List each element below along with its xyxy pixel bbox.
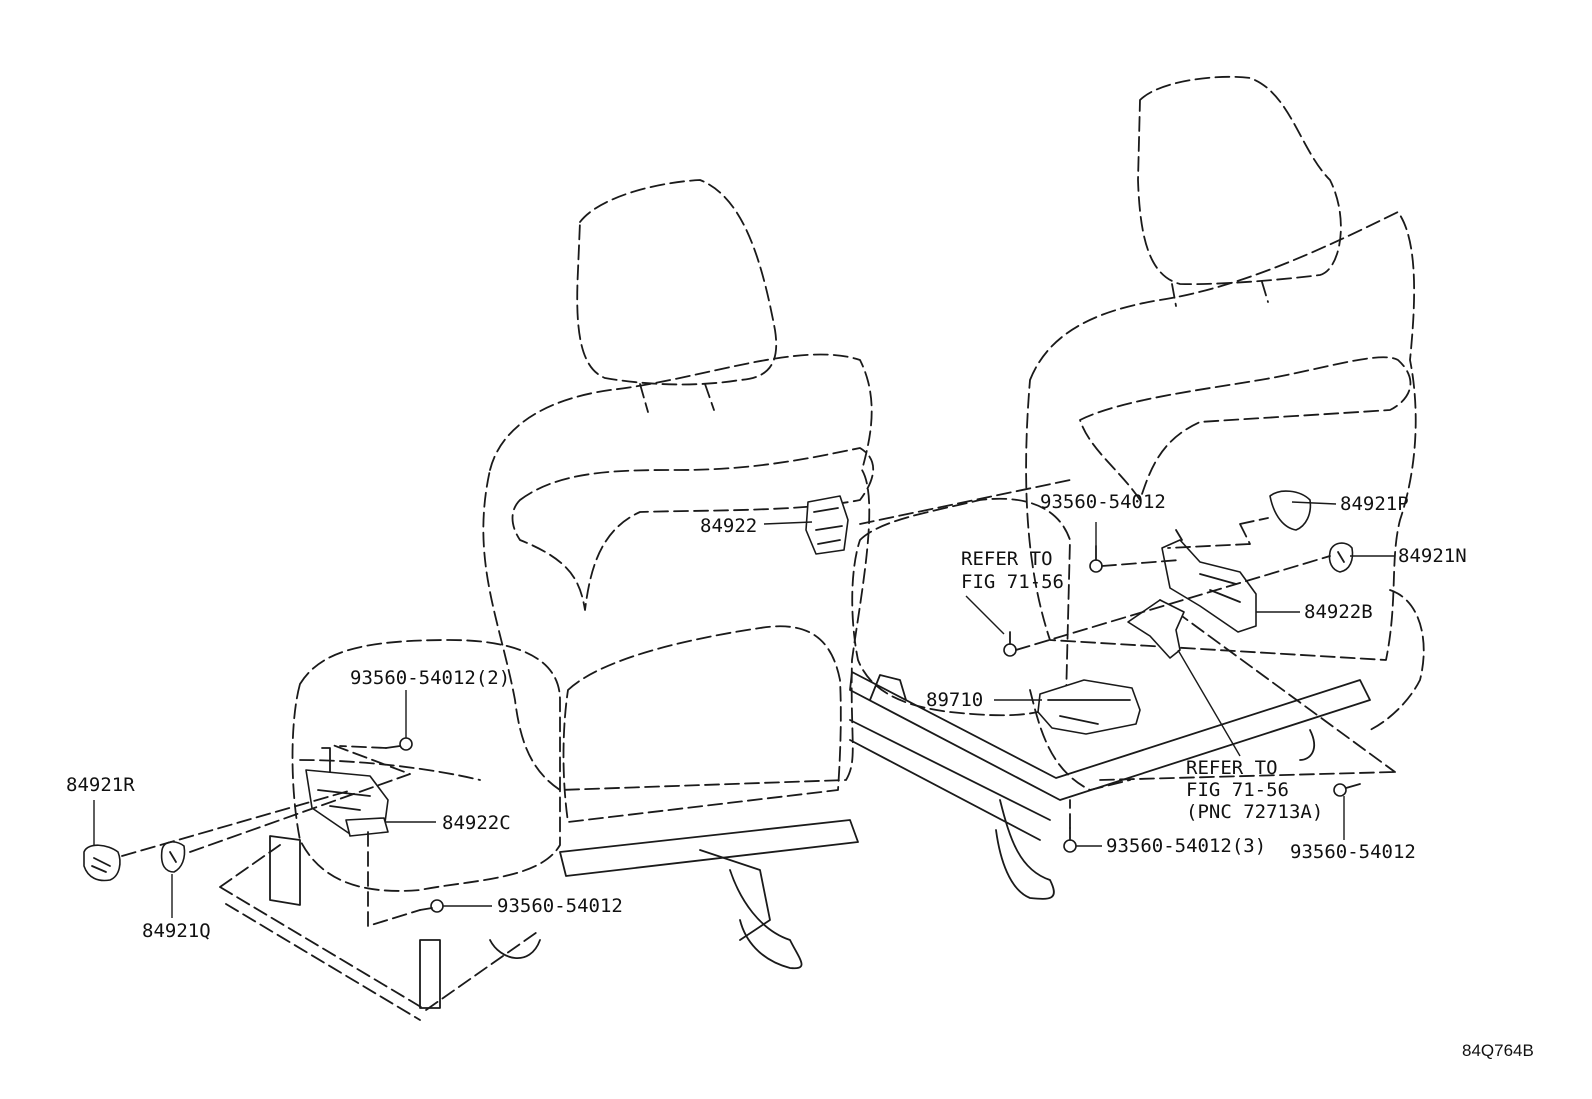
label-93560-54012-left: 93560-54012	[497, 895, 623, 917]
label-84921N: 84921N	[1398, 545, 1467, 567]
bolt-icons	[385, 545, 1361, 913]
label-89710: 89710	[926, 689, 983, 711]
diagram-code: 84Q764B	[1462, 1041, 1534, 1060]
label-84921P: 84921P	[1340, 493, 1409, 515]
label-84921R: 84921R	[66, 774, 135, 796]
bolt-icon	[419, 899, 444, 913]
label-93560-54012-3: 93560-54012(3)	[1106, 835, 1266, 857]
label-refer-to-1-line1: REFER TO	[961, 548, 1053, 570]
part-84921N-cap	[1328, 542, 1354, 573]
part-84921Q-cap	[160, 841, 186, 873]
bolt-icon	[1003, 631, 1017, 657]
label-93560-54012-right: 93560-54012	[1290, 841, 1416, 863]
label-84922: 84922	[700, 515, 757, 537]
part-84921R-cap	[83, 844, 121, 882]
bolt-icon	[1063, 827, 1077, 853]
label-84921Q: 84921Q	[142, 920, 211, 942]
label-93560-54012-2: 93560-54012(2)	[350, 667, 510, 689]
bolt-icon	[1333, 783, 1361, 797]
label-refer-to-1-line2: FIG 71-56	[961, 571, 1064, 593]
part-89710-module	[1037, 679, 1141, 735]
part-84921P-cap	[1269, 490, 1312, 531]
label-84922B: 84922B	[1304, 601, 1373, 623]
label-refer-to-2-line1: REFER TO	[1186, 757, 1278, 779]
part-84922B-bracket	[1127, 529, 1257, 659]
label-93560-54012-top: 93560-54012	[1040, 491, 1166, 513]
part-84922-bracket	[805, 495, 849, 555]
right-seat-outline	[849, 75, 1425, 900]
label-refer-to-2-line3: (PNC 72713A)	[1186, 801, 1323, 823]
label-refer-to-2-line2: FIG 71-56	[1186, 779, 1289, 801]
bolt-icon	[385, 737, 413, 751]
bolt-icon	[1089, 545, 1103, 573]
leader-lines	[93, 501, 1394, 927]
left-seat-outline	[219, 179, 875, 1021]
part-labels: 84922 93560-54012 REFER TO FIG 71-56 849…	[66, 491, 1534, 1060]
label-84922C: 84922C	[442, 812, 511, 834]
